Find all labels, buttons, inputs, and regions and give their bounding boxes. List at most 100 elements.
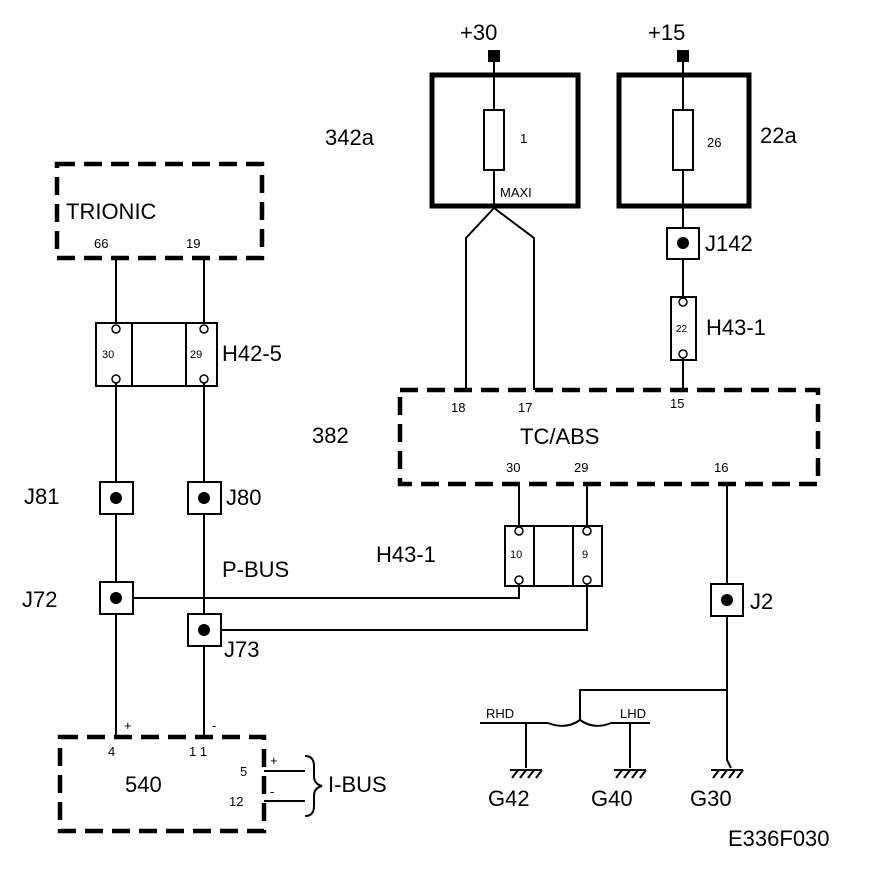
junction-j2-dot	[721, 594, 733, 606]
connector-h43-1-top-contact-out	[678, 349, 688, 359]
ground-g40-label: G40	[591, 786, 633, 811]
ground-g42-hatch-1	[511, 769, 519, 779]
ground-g30-hatch-3	[728, 769, 736, 779]
ground-g40-hatch-3	[631, 769, 639, 779]
module-tcabs-ref: 382	[312, 423, 349, 448]
junction-j73-label: J73	[224, 637, 259, 662]
connector-h43-1-top-pin: 22	[676, 324, 688, 335]
ground-g30-label: G30	[690, 786, 732, 811]
junction-j81: J81	[24, 481, 134, 515]
junction-j142-dot	[677, 237, 689, 249]
connector-h43-1-top-contact-in	[678, 297, 688, 307]
connector-h42-5-label: H42-5	[222, 341, 282, 366]
ground-g40-hatch-2	[623, 769, 631, 779]
module-540-pin-11: 1 1	[189, 744, 207, 759]
fuse-342a-type: MAXI	[500, 185, 532, 200]
connector-h42-5-cell-30	[95, 322, 133, 387]
connector-h43-1-bottom-label: H43-1	[376, 542, 436, 567]
junction-j81-dot	[110, 492, 122, 504]
connector-h42-5-contact-29-out	[199, 374, 209, 384]
wire-h43-9-to-j73	[221, 584, 588, 631]
diagram-code: E336F030	[728, 826, 830, 851]
ground-selector-switch	[547, 718, 612, 727]
ground-lhd-label: LHD	[620, 706, 646, 721]
ibus-minus-sign: -	[270, 784, 274, 799]
supply-plus15: +15	[648, 20, 689, 110]
junction-j80-dot	[198, 492, 210, 504]
supply-plus30-terminal	[488, 50, 500, 62]
module-tcabs: 382 TC/ABS 18 17 15 30 29 16	[312, 387, 821, 487]
supply-plus15-label: +15	[648, 20, 685, 45]
module-tcabs-pin-18: 18	[451, 400, 465, 415]
junction-j81-label: J81	[24, 484, 59, 509]
polarity-minus-label: -	[212, 718, 216, 733]
fuse-22a-ref: 22a	[760, 123, 797, 148]
ground-g40: G40	[591, 769, 647, 811]
connector-h42-5-pin-30: 30	[102, 349, 114, 361]
module-540-box	[57, 734, 267, 834]
wire-fuse-to-pin17	[493, 207, 535, 390]
module-tcabs-box	[397, 387, 821, 487]
connector-h42-5-contact-30-in	[111, 324, 121, 334]
module-540-pin-5: 5	[240, 764, 247, 779]
ibus-label: I-BUS	[328, 772, 387, 797]
connector-h42-5-contact-30-out	[111, 374, 121, 384]
connector-h43-1-top-label: H43-1	[706, 315, 766, 340]
fuse-342a-number: 1	[520, 131, 527, 146]
ground-g40-hatch-1	[615, 769, 623, 779]
ground-selector: RHD LHD	[480, 689, 727, 768]
fuse-342a-box	[429, 72, 581, 209]
ground-g42-hatch-2	[519, 769, 527, 779]
module-tcabs-name: TC/ABS	[520, 424, 599, 449]
ground-g30-hatch-4	[736, 769, 744, 779]
ground-g40-hatch-4	[639, 769, 647, 779]
ground-g42-hatch-3	[527, 769, 535, 779]
connector-h43-1-bottom-pin-10: 10	[510, 549, 522, 561]
junction-j73: J73	[187, 613, 259, 662]
connector-h43-1-bottom-contact-10-in	[514, 526, 524, 536]
ground-rhd-label: RHD	[486, 706, 514, 721]
fuse-22a-element	[672, 109, 694, 171]
connector-h43-1-bottom-contact-9-in	[582, 526, 592, 536]
ibus-plus-sign: +	[270, 753, 278, 768]
junction-j72-dot	[110, 592, 122, 604]
pbus-label: P-BUS	[222, 557, 289, 582]
ground-selector-link	[579, 689, 727, 720]
connector-h43-1-top: 22 H43-1	[670, 296, 766, 390]
module-540-pin-4: 4	[108, 744, 115, 759]
module-540: 4 1 1 540 5 12	[57, 734, 267, 834]
junction-j72-label: J72	[22, 587, 57, 612]
connector-h43-1-bottom-contact-9-out	[582, 575, 592, 585]
ground-g30: G30	[690, 769, 744, 811]
junction-j2-label: J2	[750, 589, 773, 614]
wire-j2-to-g30	[726, 616, 732, 769]
ground-g42-label: G42	[488, 786, 530, 811]
junction-j2: J2	[710, 583, 773, 617]
connector-h42-5: 30 29 H42-5	[95, 322, 282, 387]
ground-g30-hatch-1	[712, 769, 720, 779]
fuse-342a-ref: 342a	[325, 125, 375, 150]
supply-plus30-label: +30	[460, 20, 497, 45]
ibus-brace	[304, 755, 323, 817]
module-trionic-pin-19: 19	[186, 236, 200, 251]
module-trionic: TRIONIC 66 19	[54, 161, 265, 261]
module-540-name: 540	[125, 772, 162, 797]
ground-g42: G42	[488, 769, 543, 811]
module-trionic-pin-66: 66	[94, 236, 108, 251]
ground-g42-hatch-4	[535, 769, 543, 779]
module-tcabs-pin-16: 16	[714, 460, 728, 475]
module-540-pin-12: 12	[229, 794, 243, 809]
fuse-22a-number: 26	[707, 135, 721, 150]
supply-plus30: +30	[460, 20, 500, 110]
junction-j142: J142	[666, 227, 753, 297]
supply-plus15-terminal	[677, 50, 689, 62]
module-trionic-name: TRIONIC	[66, 199, 157, 224]
ibus: + - I-BUS	[264, 753, 387, 817]
junction-j142-label: J142	[705, 231, 753, 256]
junction-j80: J80	[187, 481, 261, 515]
junction-j80-label: J80	[226, 485, 261, 510]
wire-h43-10-to-j72	[133, 584, 520, 599]
ground-g30-hatch-2	[720, 769, 728, 779]
connector-h42-5-contact-29-in	[199, 324, 209, 334]
